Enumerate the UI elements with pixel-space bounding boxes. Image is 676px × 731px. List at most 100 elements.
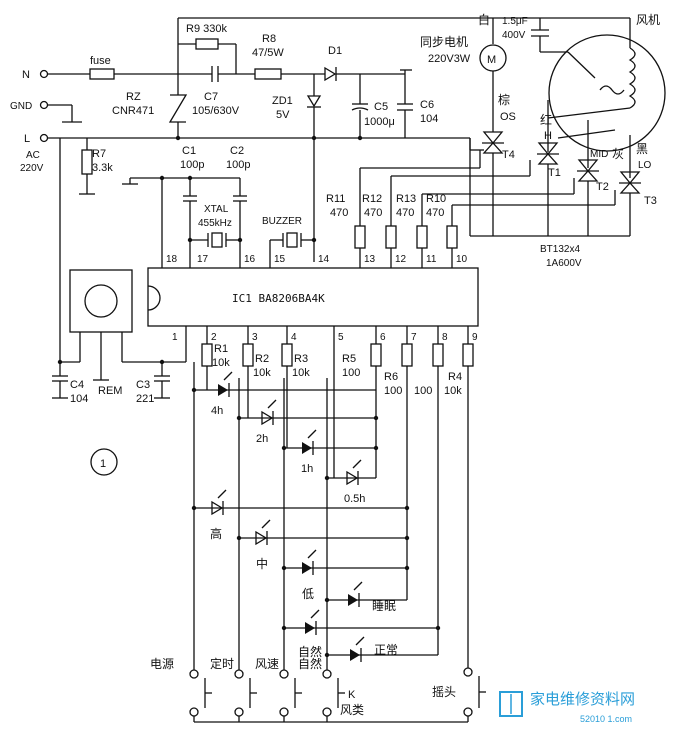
figure-number-circle — [90, 448, 118, 476]
triac-t2 — [577, 159, 599, 236]
ic-pin-14: 14 — [318, 254, 330, 265]
label-r1-val: 10k — [212, 357, 230, 369]
triac-t4 — [469, 131, 504, 236]
led-natural — [305, 609, 320, 635]
button-speed — [279, 669, 302, 722]
terminal-l: L — [24, 133, 30, 145]
label-sync-motor: 同步电机 — [420, 35, 468, 49]
label-r3-val: 10k — [292, 367, 310, 379]
label-r12: R12 — [362, 193, 382, 205]
ic-pin-8: 8 — [442, 332, 448, 343]
labels: N GND L AC 220V fuse R9 330k R8 47/5W D1… — [10, 12, 660, 717]
button-swing — [463, 667, 486, 722]
label-r6: R6 — [384, 371, 398, 383]
label-cnr471: CNR471 — [112, 105, 154, 117]
label-sync-rating: 220V3W — [428, 53, 471, 65]
ic-pin-4: 4 — [291, 332, 297, 343]
label-c1: C1 — [182, 145, 196, 157]
label-btn-k: K — [348, 689, 356, 701]
label-t3: T3 — [644, 195, 657, 207]
label-c2-val: 100p — [226, 159, 250, 171]
label-c4-val: 104 — [70, 393, 88, 405]
label-r13: R13 — [396, 193, 416, 205]
led-symbols — [211, 371, 365, 662]
label-red: 红 — [540, 112, 552, 127]
label-c2: C2 — [230, 145, 244, 157]
label-figure-number: 1 — [100, 458, 106, 470]
ic-pin-10: 10 — [456, 254, 468, 265]
triac-t1 — [537, 142, 559, 236]
label-zd1-val: 5V — [276, 109, 290, 121]
label-brown: 棕 — [498, 92, 510, 107]
label-led-low: 低 — [302, 587, 314, 601]
ic-pin-13: 13 — [364, 254, 376, 265]
led-4h — [218, 371, 233, 397]
watermark-url: 52010 1.com — [580, 714, 632, 724]
label-btn-timer: 定时 — [210, 656, 234, 671]
label-ic1: IC1 BA8206BA4K — [232, 292, 325, 305]
ic1-chip — [147, 267, 479, 327]
label-r5: R5 — [342, 353, 356, 365]
label-r2: R2 — [255, 353, 269, 365]
ic-pin-6: 6 — [380, 332, 386, 343]
label-white: 白 — [478, 12, 490, 27]
label-r2-val: 10k — [253, 367, 271, 379]
label-r11: R11 — [326, 193, 345, 205]
label-zd1: ZD1 — [272, 95, 293, 107]
label-xtal: XTAL — [204, 204, 229, 215]
button-timer — [234, 669, 257, 722]
label-gray: 灰 — [612, 147, 624, 161]
label-r8b: 47/5W — [252, 47, 284, 59]
watermark-book-icon — [499, 691, 523, 717]
oscillator-and-buzzer — [122, 175, 317, 268]
label-btn-speed: 风速 — [255, 657, 279, 671]
led-high — [211, 489, 227, 516]
label-led-mid: 中 — [256, 556, 268, 571]
power-supply-wiring — [39, 17, 630, 362]
button-power — [189, 669, 212, 722]
label-mid: MID — [590, 149, 608, 160]
label-c6-val: 104 — [420, 113, 438, 125]
label-r4: R4 — [448, 371, 462, 383]
triacs — [360, 131, 641, 237]
button-mode — [322, 669, 345, 722]
gate-resistors — [354, 168, 458, 268]
ic-pin-5: 5 — [338, 332, 344, 343]
label-btn-natural: 自然 — [298, 656, 322, 671]
label-c3: C3 — [136, 379, 150, 391]
label-c7-val: 105/630V — [192, 105, 240, 117]
label-led-2h: 2h — [256, 433, 268, 445]
label-1a600v: 1A600V — [546, 258, 582, 269]
ic-pin-18: 18 — [166, 254, 178, 265]
label-rem: REM — [98, 385, 122, 397]
led-normal — [350, 636, 365, 662]
label-led-high: 高 — [210, 526, 222, 541]
label-r12-val: 470 — [364, 207, 382, 219]
label-r11-val: 470 — [330, 207, 348, 219]
push-buttons — [189, 667, 486, 723]
led-mid — [255, 519, 271, 546]
label-c1-val: 100p — [180, 159, 204, 171]
label-fuse: fuse — [90, 55, 111, 67]
led-low — [302, 549, 317, 575]
label-lo: LO — [638, 160, 652, 171]
terminal-gnd: GND — [10, 101, 32, 112]
led-matrix-wiring — [191, 326, 474, 670]
led-1h — [302, 429, 317, 455]
led-05h — [346, 459, 362, 486]
label-btn-mode: 风类 — [340, 703, 364, 717]
label-t4: T4 — [502, 149, 515, 161]
label-xtal-freq: 455kHz — [198, 218, 232, 229]
label-os: OS — [500, 111, 516, 123]
label-r7-val: 3.3k — [92, 162, 113, 174]
label-motor-m: M — [487, 54, 496, 66]
label-rz: RZ — [126, 91, 141, 103]
ic-pin-16: 16 — [244, 254, 256, 265]
ic-pin-17: 17 — [197, 254, 209, 265]
terminal-n: N — [22, 69, 30, 81]
label-r10: R10 — [426, 193, 446, 205]
watermark-text: 家电维修资料网 — [530, 690, 635, 708]
label-r10-val: 470 — [426, 207, 444, 219]
